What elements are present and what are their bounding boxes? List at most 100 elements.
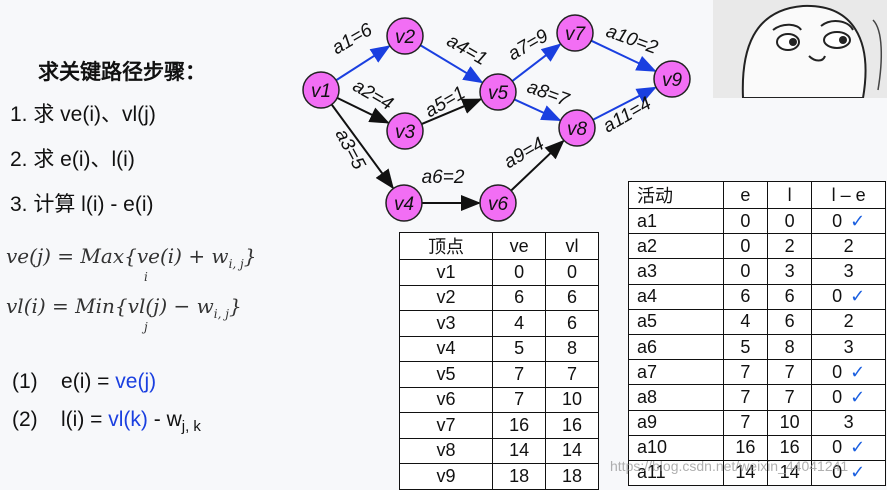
vl-cell: 6 (545, 284, 599, 311)
activity-name: a9 (637, 412, 658, 433)
l-value: 6 (784, 286, 795, 307)
activity-name-cell: a10 (628, 434, 724, 461)
vl-cell: 10 (545, 386, 599, 413)
rule-e: (1) e(i) = ve(j) (12, 370, 156, 394)
node-label-v1: v1 (311, 81, 331, 102)
activity-name: a5 (637, 311, 658, 332)
l-value: 0 (784, 210, 795, 231)
slack-cell: 3 (811, 333, 886, 361)
l-cell: 7 (766, 359, 813, 386)
vertex-name-cell: v2 (398, 284, 494, 311)
activity-name: a8 (637, 386, 658, 407)
edge-v1-v3 (336, 96, 390, 124)
e-value: 0 (740, 260, 751, 281)
rule-l-right: vl(k) (108, 408, 148, 431)
e-cell: 7 (722, 359, 768, 386)
edge-v1-v2 (335, 45, 391, 82)
node-v4: v4 (385, 184, 423, 222)
ve-col-header: ve (492, 232, 547, 260)
e-value: 5 (740, 336, 751, 357)
l-cell: 6 (766, 308, 813, 335)
ve-cell: 7 (492, 361, 547, 388)
activity-name-cell: a1 (628, 207, 724, 235)
edge-label-v1-v2: a1=6 (328, 19, 376, 59)
e-cell: 4 (722, 308, 768, 335)
slack-value: 2 (843, 235, 854, 256)
l-value: 8 (784, 336, 795, 357)
l-value: 7 (784, 386, 795, 407)
slack-value: 0 (832, 361, 843, 382)
ve-cell: 5 (492, 335, 547, 362)
node-label-v6: v6 (488, 194, 509, 215)
critical-check-icon: ✓ (850, 286, 866, 307)
edge-v5-v7 (511, 43, 562, 82)
edge-label-v7-v9: a10=2 (603, 21, 661, 59)
slack-cell: 0✓ (811, 459, 886, 487)
vertex-name-cell: v4 (398, 335, 494, 362)
l-value: 7 (784, 361, 795, 382)
slack-value: 0 (832, 286, 843, 307)
slack-value: 0 (832, 462, 843, 483)
l-cell: 0 (766, 207, 813, 235)
node-circle-v2 (386, 17, 424, 55)
vertex-name-cell: v5 (398, 361, 494, 388)
edge-v1-v4 (330, 103, 394, 190)
edge-label-v5-v7: a7=9 (504, 25, 552, 65)
activity-name-cell: a11 (628, 459, 724, 487)
vl-formula-main: vl(i) = Min{vl(j) − w (6, 294, 214, 318)
activity-name: a3 (637, 260, 658, 281)
edge-v6-v8 (510, 139, 565, 192)
vl-cell: 14 (545, 437, 599, 464)
critical-check-icon: ✓ (850, 437, 866, 458)
activity-name-cell: a6 (628, 333, 724, 361)
critical-check-icon: ✓ (850, 386, 866, 407)
e-value: 6 (740, 286, 751, 307)
ve-formula-main: ve(j) = Max{ve(i) + w (6, 244, 229, 268)
node-label-v8: v8 (567, 119, 588, 140)
rule-l-tail: - w (147, 408, 182, 431)
e-cell: 0 (722, 258, 768, 285)
edge-v2-v5 (419, 44, 484, 84)
ve-cell: 14 (492, 437, 547, 464)
node-v7: v7 (556, 14, 594, 52)
edge-label-v3-v5: a5=1 (421, 82, 469, 122)
vl-formula-close: } (228, 294, 242, 318)
activity-name: a1 (637, 210, 658, 231)
vertex-name-cell: v9 (398, 463, 494, 490)
slack-value: 0 (832, 437, 843, 458)
node-label-v4: v4 (394, 194, 414, 215)
l-cell: 2 (766, 233, 813, 260)
slack-value: 3 (843, 412, 854, 433)
critical-check-icon: ✓ (850, 361, 866, 382)
step-3: 3. 计算 l(i) - e(i) (10, 193, 154, 216)
vertex-name-cell: v3 (398, 310, 494, 337)
activity-name: a4 (637, 286, 658, 307)
edge-label-v1-v3: a2=4 (349, 75, 397, 115)
slack-value: 0 (832, 210, 843, 231)
rule-l-sub: j, k (181, 418, 201, 436)
node-v6: v6 (479, 184, 517, 222)
node-label-v7: v7 (565, 24, 587, 45)
node-circle-v7 (556, 14, 594, 52)
ve-cell: 4 (492, 310, 547, 337)
activity-name: a10 (637, 437, 668, 458)
e-col-header: e (722, 181, 768, 209)
edge-v3-v5 (421, 98, 483, 125)
ve-cell: 16 (492, 412, 547, 439)
slack-cell: 0✓ (811, 434, 886, 461)
edge-v5-v8 (513, 98, 562, 122)
edge-label-v8-v9: a11=4 (600, 93, 655, 137)
node-circle-v4 (385, 184, 423, 222)
rule-l-left: l(i) = (61, 408, 109, 431)
activity-row: a4 6 6 0 ✓ (628, 283, 886, 310)
step-1: 1. 求 ve(i)、vl(j) (10, 103, 156, 126)
rule-l: (2) l(i) = vl(k) - wj, k (12, 408, 201, 435)
